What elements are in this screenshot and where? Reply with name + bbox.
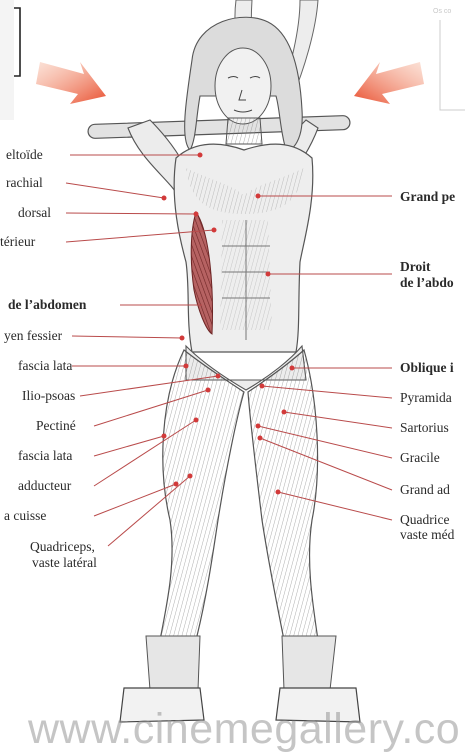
label-ilio-psoas: Ilio-psoas [22, 389, 75, 403]
left-leg [160, 350, 244, 640]
label-deltoide: eltoïde [6, 148, 43, 162]
label-anterieur: térieur [0, 235, 35, 249]
label-brachial: rachial [6, 176, 43, 190]
label-quadriceps-line1: Quadriceps, [30, 540, 95, 554]
label-quadriceps-medial-line1: Quadrice [400, 513, 449, 527]
watermark: www.cinemegallery.co [28, 705, 460, 754]
label-grand-adducteur: Grand ad [400, 483, 450, 497]
label-quadriceps-line2: vaste latéral [32, 556, 97, 570]
label-sartorius: Sartorius [400, 421, 449, 435]
top-right-frame [440, 20, 465, 110]
label-moyen-fessier: yen fessier [4, 329, 62, 343]
label-grand-pectoral: Grand pe [400, 190, 455, 204]
label-pectine: Pectiné [36, 419, 76, 433]
label-fascia-lata-1: fascia lata [18, 359, 72, 373]
label-adducteur: adducteur [18, 479, 71, 493]
label-cuisse: a cuisse [4, 509, 46, 523]
left-arrow-icon [36, 62, 106, 104]
label-gracile: Gracile [400, 451, 440, 465]
face [215, 48, 271, 124]
label-quadriceps-medial-line2: vaste méd [400, 528, 454, 542]
label-dorsal: dorsal [18, 206, 51, 220]
label-abdomen: de l’abdomen [8, 298, 86, 312]
right-arrow-icon [354, 62, 424, 104]
label-fascia-lata-2: fascia lata [18, 449, 72, 463]
label-pyramidal: Pyramida [400, 391, 452, 405]
label-oblique: Oblique i [400, 361, 454, 375]
socks [146, 636, 336, 690]
right-leg [248, 350, 318, 640]
corner-note: Os co [433, 8, 451, 15]
label-droit-line1: Droit [400, 260, 431, 274]
neck [226, 118, 262, 144]
label-droit-line2: de l’abdo [400, 276, 454, 290]
